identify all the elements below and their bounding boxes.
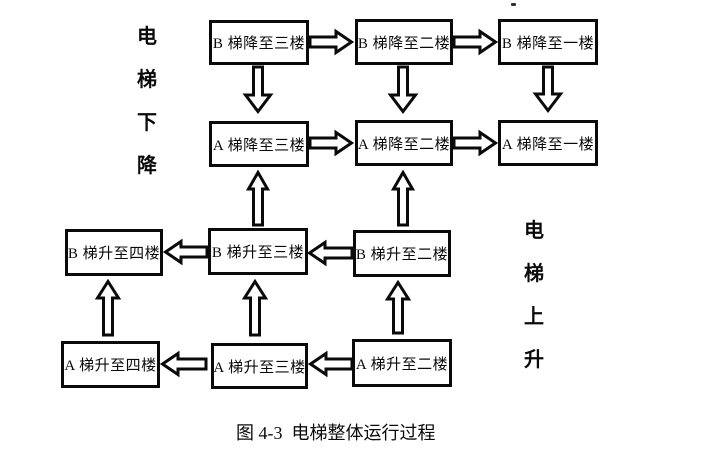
arrow-a-up-3-to-a-up-4 [159, 350, 208, 378]
arrow-a-up-4-to-b-up-4 [94, 278, 122, 337]
node-a-down-3: A 梯降至三楼 [209, 121, 309, 167]
arrow-b-down-2-to-a-down-2 [387, 65, 419, 114]
node-b-up-4: B 梯升至四楼 [65, 229, 163, 276]
node-b-up-3: B 梯升至三楼 [208, 228, 308, 275]
arrow-a-up-3-to-b-up-3 [241, 278, 269, 337]
arrow-b-down-2-to-b-down-1 [452, 28, 499, 56]
node-b-down-3: B 梯降至三楼 [209, 20, 309, 65]
node-a-up-4: A 梯升至四楼 [61, 341, 160, 388]
arrow-b-up-2-to-a-down-2 [390, 169, 416, 227]
arrow-a-up-2-to-b-up-2 [384, 279, 412, 335]
label-char: 电 [137, 26, 157, 48]
label-char: 梯 [524, 263, 544, 285]
arrow-b-down-1-to-a-down-1 [532, 65, 564, 113]
arrow-b-up-3-to-b-up-4 [162, 238, 209, 266]
arrow-a-down-3-to-a-down-2 [308, 129, 355, 157]
label-char: 梯 [137, 69, 157, 91]
label-char: 升 [524, 349, 544, 371]
node-b-up-2: B 梯升至二楼 [353, 230, 451, 277]
stray-mark [511, 3, 516, 6]
label-char: 电 [524, 220, 544, 242]
label-elevator-ascending: 电 梯 上 升 [524, 221, 544, 370]
arrow-a-up-2-to-a-up-3 [307, 350, 354, 378]
label-char: 上 [524, 306, 544, 328]
figure-caption: 图 4-3 电梯整体运行过程 [236, 423, 436, 443]
node-b-down-2: B 梯降至二楼 [355, 19, 453, 65]
label-char: 下 [137, 112, 157, 134]
node-a-up-3: A 梯升至三楼 [211, 343, 308, 389]
arrow-b-up-2-to-b-up-3 [306, 239, 354, 267]
node-a-up-2: A 梯升至二楼 [352, 339, 452, 387]
node-b-down-1: B 梯降至一楼 [498, 19, 598, 65]
label-char: 降 [137, 155, 157, 177]
arrow-b-up-3-to-a-down-3 [245, 169, 271, 227]
label-elevator-descending: 电 梯 下 降 [137, 27, 157, 176]
node-a-down-2: A 梯降至二楼 [355, 120, 453, 166]
arrow-a-down-2-to-a-down-1 [452, 129, 499, 157]
arrow-b-down-3-to-b-down-2 [308, 28, 355, 56]
arrow-b-down-3-to-a-down-3 [242, 65, 274, 114]
node-a-down-1: A 梯降至一楼 [498, 120, 598, 166]
